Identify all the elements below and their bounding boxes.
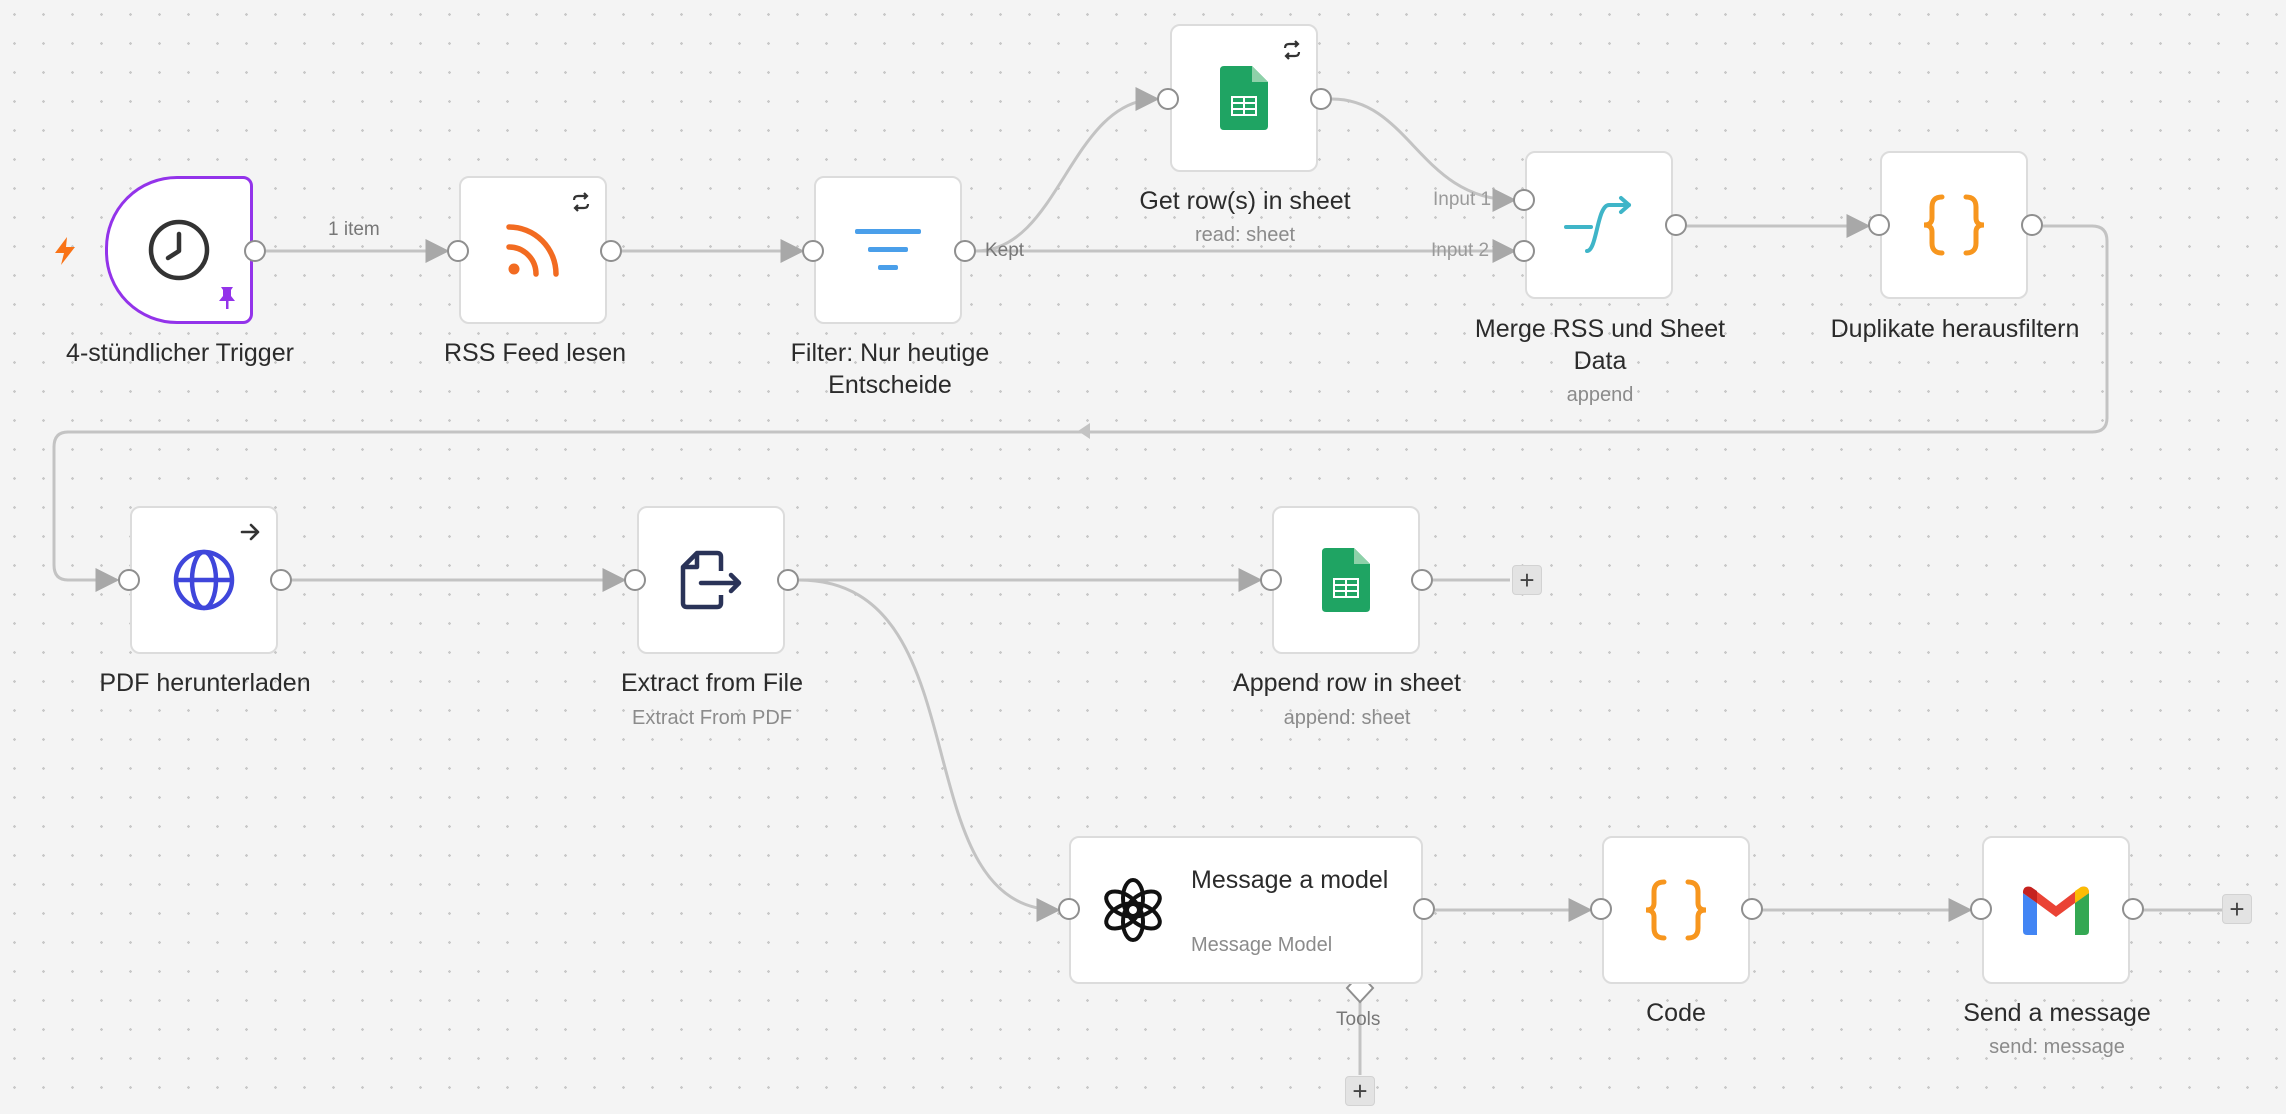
node-label-get-rows: Get row(s) in sheet xyxy=(1139,187,1351,215)
node-label-gmail: Send a message xyxy=(1963,999,2151,1027)
node-append-row[interactable] xyxy=(1272,506,1420,654)
node-label-code: Code xyxy=(1646,999,1706,1027)
node-code[interactable] xyxy=(1602,836,1750,984)
gmail-output-handle[interactable] xyxy=(2122,898,2144,920)
loop-icon xyxy=(572,192,590,212)
openai-icon xyxy=(1104,878,1162,942)
edge-label-items: 1 item xyxy=(328,219,380,240)
tools-add-button[interactable]: + xyxy=(1345,1076,1375,1106)
node-label-append: Append row in sheet xyxy=(1233,669,1461,697)
gmail-icon xyxy=(2023,886,2089,935)
trigger-bolt-icon xyxy=(55,237,75,265)
node-get-rows[interactable] xyxy=(1170,24,1318,172)
merge-input1-handle[interactable] xyxy=(1513,189,1535,211)
node-label-rss: RSS Feed lesen xyxy=(443,339,627,367)
extract-input-handle[interactable] xyxy=(624,569,646,591)
append-output-handle[interactable] xyxy=(1411,569,1433,591)
clock-icon xyxy=(148,219,210,281)
node-subtitle-append: append: sheet xyxy=(1283,707,1411,729)
code-input-handle[interactable] xyxy=(1590,898,1612,920)
node-label-extract: Extract from File xyxy=(621,669,803,697)
edge-getrows-merge-input1 xyxy=(1331,97,1517,212)
code-output-handle[interactable] xyxy=(1741,898,1763,920)
filter-input-handle[interactable] xyxy=(802,240,824,262)
braces-icon xyxy=(1923,194,1985,256)
node-remove-duplicates[interactable] xyxy=(1880,151,2028,299)
connector-direction-arrow xyxy=(1078,423,1090,439)
model-input-handle[interactable] xyxy=(1058,898,1080,920)
merge-output-handle[interactable] xyxy=(1665,214,1687,236)
google-sheets-icon xyxy=(1322,548,1370,612)
edge-label-input1: Input 1 xyxy=(1433,189,1492,210)
node-http-request[interactable] xyxy=(130,506,278,654)
extract-output-handle[interactable] xyxy=(777,569,799,591)
edge-label-kept: Kept xyxy=(985,240,1025,261)
pin-icon[interactable] xyxy=(216,285,238,311)
getrows-output-handle[interactable] xyxy=(1310,88,1332,110)
node-message-model[interactable]: Message a model Message Model xyxy=(1069,836,1423,984)
append-add-button[interactable]: + xyxy=(1512,565,1542,595)
braces-icon xyxy=(1645,879,1707,941)
node-subtitle-model: Message Model xyxy=(1191,934,1333,956)
model-output-handle[interactable] xyxy=(1413,898,1435,920)
node-schedule-trigger[interactable] xyxy=(105,176,253,324)
file-export-icon xyxy=(680,550,742,610)
dedupe-input-handle[interactable] xyxy=(1868,214,1890,236)
append-input-handle[interactable] xyxy=(1260,569,1282,591)
node-subtitle-gmail: send: message xyxy=(1989,1036,2125,1058)
google-sheets-icon xyxy=(1220,66,1268,130)
node-filter[interactable] xyxy=(814,176,962,324)
trigger-output-handle[interactable] xyxy=(244,240,266,262)
dedupe-output-handle[interactable] xyxy=(2021,214,2043,236)
globe-icon xyxy=(173,549,235,611)
node-extract-from-file[interactable] xyxy=(637,506,785,654)
loop-icon xyxy=(1283,40,1301,60)
edge-label-input2: Input 2 xyxy=(1431,240,1490,261)
rss-input-handle[interactable] xyxy=(447,240,469,262)
pdf-input-handle[interactable] xyxy=(118,569,140,591)
edge-extract-model xyxy=(798,578,1061,922)
node-gmail[interactable] xyxy=(1982,836,2130,984)
arrow-right-icon xyxy=(240,523,260,541)
edge-label-tools: Tools xyxy=(1336,1009,1381,1030)
node-label-trigger: 4-stündlicher Trigger xyxy=(66,339,294,367)
edge-filter-getrows xyxy=(975,87,1160,253)
merge-input2-handle[interactable] xyxy=(1513,240,1535,262)
filter-icon xyxy=(855,229,921,270)
node-label-dedupe: Duplikate herausfiltern xyxy=(1830,315,2080,343)
rss-icon xyxy=(506,224,559,277)
node-subtitle-extract: Extract From PDF xyxy=(631,707,793,729)
node-subtitle-get-rows: read: sheet xyxy=(1194,224,1296,246)
edge-dedupe-pdf xyxy=(52,224,2109,592)
node-label-pdf: PDF herunterladen xyxy=(99,669,311,697)
getrows-input-handle[interactable] xyxy=(1157,88,1179,110)
pdf-output-handle[interactable] xyxy=(270,569,292,591)
gmail-add-button[interactable]: + xyxy=(2222,894,2252,924)
node-subtitle-merge: append xyxy=(1566,384,1634,406)
filter-output-handle[interactable] xyxy=(954,240,976,262)
node-label-merge: Merge RSS und Sheet Data xyxy=(1474,315,1726,375)
rss-output-handle[interactable] xyxy=(600,240,622,262)
node-rss-feed[interactable] xyxy=(459,176,607,324)
gmail-input-handle[interactable] xyxy=(1970,898,1992,920)
node-label-filter: Filter: Nur heutige Entscheide xyxy=(790,339,990,399)
node-merge[interactable] xyxy=(1525,151,1673,299)
node-label-model: Message a model xyxy=(1191,866,1389,894)
merge-icon xyxy=(1564,196,1631,253)
